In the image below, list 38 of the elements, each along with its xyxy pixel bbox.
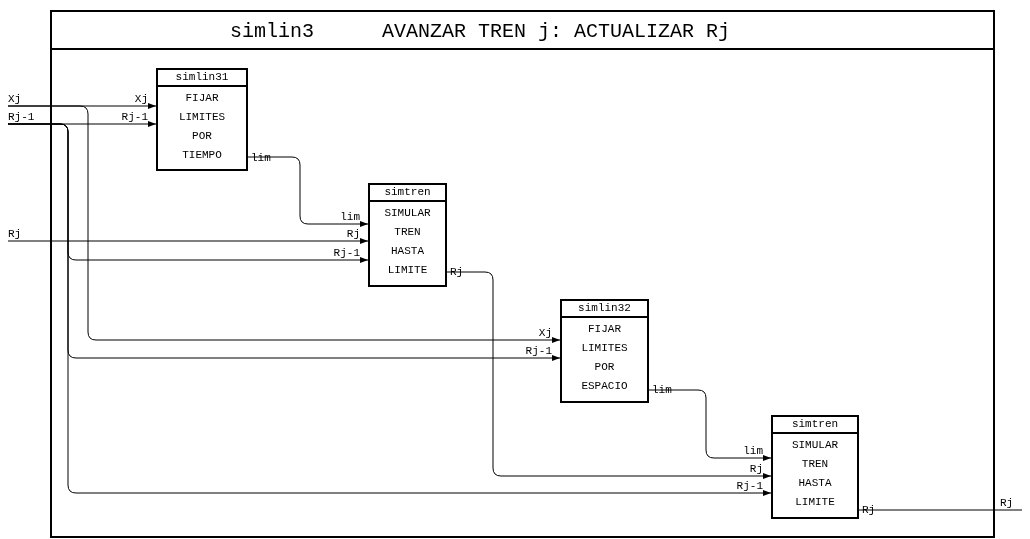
edge-label: Rj-1 [525,345,552,357]
block-id: simlin31 [158,70,246,87]
function-block [560,299,649,403]
port-label: Rj [862,504,876,516]
module-title: AVANZAR TREN j: ACTUALIZAR Rj [382,20,731,43]
port-label: lim [652,384,672,396]
edge-label: Rj-1 [736,480,763,492]
signal-name: Rj [8,229,22,240]
signal-name: Xj [8,94,22,105]
function-block [368,183,447,287]
block-function: FIJAR LIMITES POR ESPACIO [580,322,629,394]
edge-label: Rj [749,463,763,475]
arrow [648,389,772,461]
function-block [771,415,859,519]
module-frame [50,10,995,538]
edge-label: Rj-1 [333,247,360,259]
edge-label: lim [340,211,360,223]
edge-label: lim [743,445,763,457]
edge-label: Xj [538,327,552,339]
arrow [7,123,772,496]
signal-name: Rj-1 [8,112,35,123]
block-function: FIJAR LIMITES POR TIEMPO [177,91,227,163]
block-id: simtren [370,185,445,202]
function-block [156,68,248,171]
signal-name: Rj [1000,498,1014,509]
arrow [247,156,369,227]
edge-label: Xj [134,93,148,105]
arrow [446,271,772,479]
block-id: simtren [773,417,857,434]
port-label: Rj [450,266,464,278]
edge-label: Rj-1 [121,111,148,123]
block-function: SIMULAR TREN HASTA LIMITE [790,438,840,510]
port-label: lim [251,152,271,164]
arrow [7,238,369,244]
edge-label: Rj [346,228,360,240]
block-id: simlin32 [562,301,647,318]
module-id: simlin3 [230,20,314,43]
block-function: SIMULAR TREN HASTA LIMITE [383,206,432,278]
